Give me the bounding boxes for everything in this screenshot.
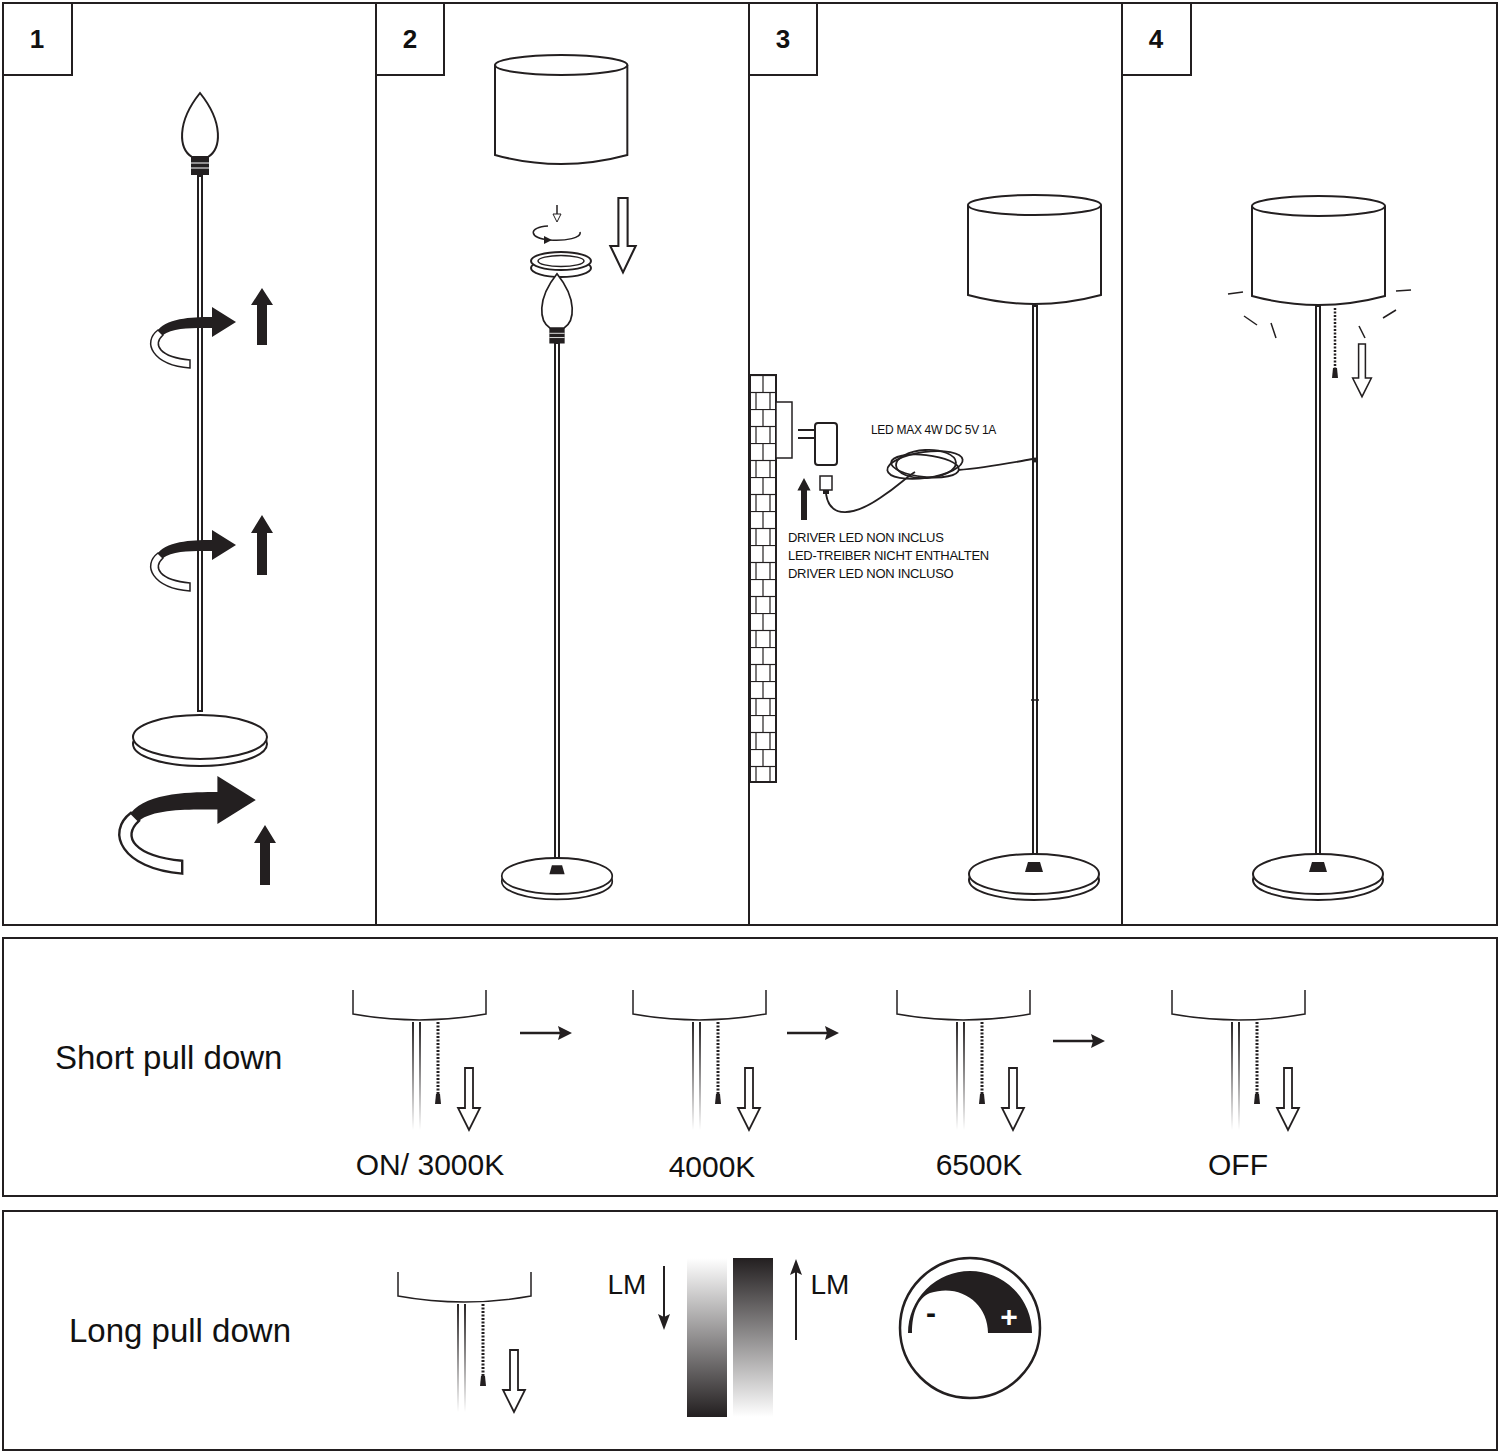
note-text: LED-TREIBER NICHT ENTHALTEN: [788, 549, 989, 564]
step-number: 3: [776, 25, 790, 55]
state-label: OFF: [1208, 1148, 1268, 1183]
step-number: 1: [30, 25, 44, 55]
lumen-label: LM: [608, 1269, 647, 1301]
state-label: 6500K: [936, 1148, 1023, 1183]
step-number-box: 4: [1122, 3, 1191, 75]
note-text: DRIVER LED NON INCLUSO: [788, 567, 953, 582]
step-number-box: 3: [749, 3, 817, 75]
state-label: 4000K: [669, 1150, 756, 1185]
note-text: DRIVER LED NON INCLUS: [788, 531, 944, 546]
step-number-box: 1: [3, 3, 72, 75]
band-heading: Long pull down: [69, 1312, 291, 1350]
rating-label: LED MAX 4W DC 5V 1A: [871, 424, 996, 438]
instruction-band: Long pull downLMLM-+: [3, 1211, 1497, 1450]
dimmer-dial: -+: [898, 1256, 1042, 1400]
dial-outline: [898, 1256, 1042, 1400]
band-heading: Short pull down: [55, 1039, 282, 1077]
step-number: 4: [1149, 25, 1163, 55]
lumen-label: LM: [811, 1269, 850, 1301]
step-number: 2: [403, 25, 417, 55]
step-number-box: 2: [376, 3, 444, 75]
state-label: ON/ 3000K: [356, 1148, 504, 1183]
plus-sign: +: [1000, 1300, 1018, 1335]
minus-sign: -: [926, 1296, 936, 1331]
instruction-band: Short pull downON/ 3000K 4000K 6500K OFF: [3, 938, 1497, 1196]
